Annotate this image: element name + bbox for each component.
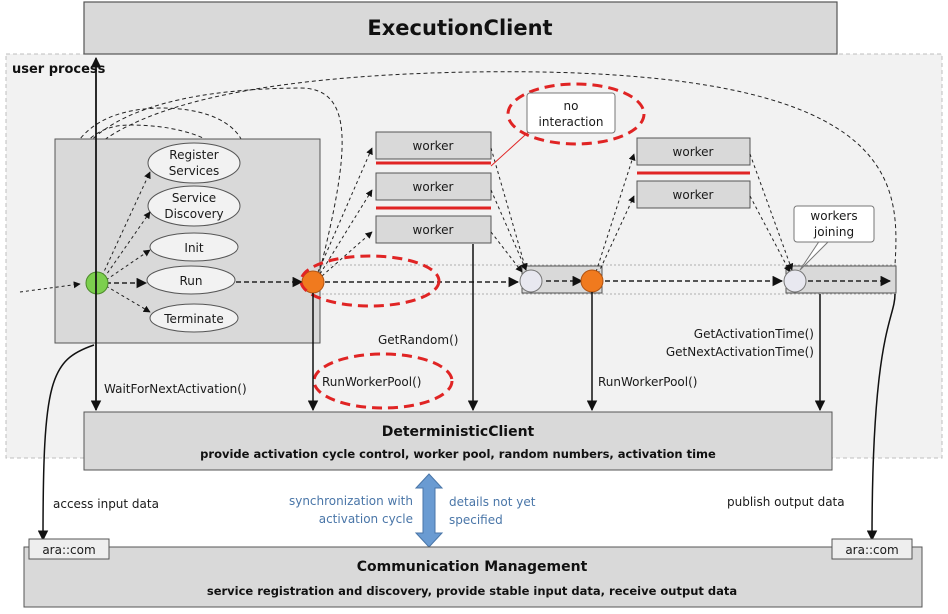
wait-for-next-label: WaitForNextActivation() — [104, 382, 247, 396]
register-services-state: Register Services — [147, 142, 241, 184]
discovery-label-1: Service — [172, 191, 216, 205]
timeline-entry — [19, 281, 81, 293]
run-label: Run — [179, 274, 202, 288]
run-worker-pool-label-1: RunWorkerPool() — [322, 375, 421, 389]
discovery-label-2: Discovery — [164, 207, 223, 221]
details-label-1: details not yet — [449, 495, 536, 509]
details-label-2: specified — [449, 513, 503, 527]
communication-management-box — [23, 546, 923, 608]
join-node-1 — [519, 269, 543, 293]
ara-com-left-label: ara::com — [42, 543, 95, 557]
service-discovery-state: Service Discovery — [147, 185, 241, 227]
deterministic-client-title: DeterministicClient — [382, 424, 535, 440]
init-label: Init — [184, 241, 203, 255]
worker-box-5: worker — [636, 180, 751, 209]
workers-joining-callout: workers joining — [793, 205, 875, 271]
deterministic-client-box — [83, 411, 833, 471]
no-interaction-label-1: no — [564, 99, 579, 113]
communication-management-subtitle: service registration and discovery, prov… — [207, 584, 737, 598]
publish-output-label: publish output data — [727, 495, 845, 509]
no-interaction-callout: no interaction — [490, 92, 616, 167]
execution-client-title: ExecutionClient — [367, 16, 552, 40]
user-process-label: user process — [12, 62, 106, 77]
state-arrows — [101, 171, 151, 313]
red-highlight-no-interaction — [506, 82, 646, 146]
worker-4-label: worker — [673, 145, 714, 159]
worker-2-label: worker — [413, 180, 454, 194]
vertical-connectors — [37, 56, 896, 542]
join-node-2 — [783, 269, 807, 293]
terminate-state: Terminate — [149, 303, 239, 333]
worker-box-1: worker — [375, 131, 492, 160]
register-label-1: Register — [169, 148, 218, 162]
worker-box-2: worker — [375, 172, 492, 201]
run-worker-pool-label-2: RunWorkerPool() — [598, 375, 697, 389]
sync-double-arrow — [414, 473, 444, 548]
get-activation-time-label: GetActivationTime() — [694, 327, 814, 341]
sync-label-2: activation cycle — [319, 512, 413, 526]
register-label-2: Services — [169, 164, 220, 178]
execution-client-box — [83, 1, 838, 55]
workers-joining-label-2: joining — [813, 225, 854, 239]
workers-joining-label-1: workers — [810, 209, 857, 223]
worker-5-label: worker — [673, 188, 714, 202]
no-interaction-label-2: interaction — [539, 115, 604, 129]
deterministic-client-subtitle: provide activation cycle control, worker… — [200, 447, 716, 461]
run-state: Run — [146, 265, 236, 295]
get-next-activation-time-label: GetNextActivationTime() — [666, 345, 814, 359]
get-random-label: GetRandom() — [378, 333, 458, 347]
orange-node-2 — [580, 269, 604, 293]
worker-1-label: worker — [413, 139, 454, 153]
green-start-node — [85, 271, 109, 295]
sync-label-1: synchronization with — [289, 494, 413, 508]
worker-box-4: worker — [636, 137, 751, 166]
terminate-label: Terminate — [163, 312, 223, 326]
worker-3-label: worker — [413, 223, 454, 237]
ara-com-tag-right — [831, 538, 913, 560]
red-highlight-runworkerpool — [312, 352, 454, 410]
red-highlight-timeline — [299, 254, 441, 308]
ara-com-right-label: ara::com — [845, 543, 898, 557]
worker-fan-arrows — [317, 147, 794, 277]
ara-com-tag-left — [28, 538, 110, 560]
init-state: Init — [149, 232, 239, 262]
communication-management-title: Communication Management — [357, 559, 588, 575]
access-input-label: access input data — [53, 497, 159, 511]
worker-box-3: worker — [375, 215, 492, 244]
